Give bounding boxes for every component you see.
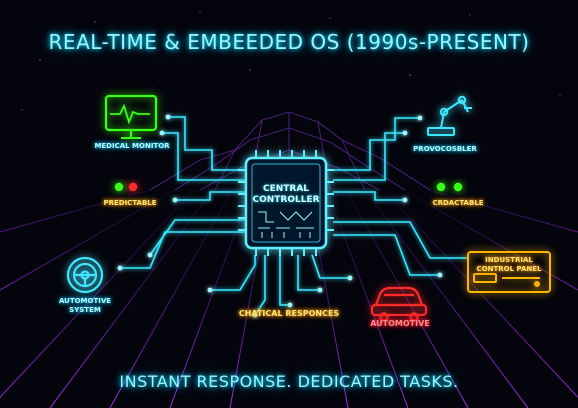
predictable-left-label: PREDICTABLE — [103, 199, 157, 207]
central-label-line1: CENTRAL — [262, 184, 310, 194]
critical-responses-label: CHATICAL RESPONCES — [238, 309, 340, 318]
steering-wheel-icon — [66, 256, 104, 294]
status-lights-right — [436, 182, 463, 192]
central-controller-label: CENTRAL CONTROLLER — [246, 184, 326, 206]
predictable-right-label: CRDACTABLE — [432, 199, 484, 207]
robot-arm-icon — [427, 95, 472, 136]
automotive-label: AUTOMOTIVE — [370, 319, 430, 328]
central-controller-chip — [238, 150, 334, 256]
industrial-panel-line1: INDUSTRIAL — [485, 256, 533, 264]
starfield — [21, 11, 561, 111]
car-icon — [370, 286, 428, 322]
ecg-monitor-icon — [104, 94, 158, 139]
automotive-system-line1: AUTOMOTIVE — [58, 297, 112, 305]
tagline: INSTANT RESPONSE. DEDICATED TASKS. — [119, 372, 459, 391]
trace-terminals — [117, 114, 443, 318]
medical-monitor-label: MEDICAL MONITOR — [94, 142, 170, 150]
control-panel-icon — [467, 251, 551, 293]
page-title: REAL-TIME & EMBEEDED OS (1990s-PRESENT) — [48, 30, 530, 54]
automotive-system-line2: SYSTEM — [69, 306, 101, 314]
automotive-system-label: AUTOMOTIVE SYSTEM — [40, 297, 130, 315]
status-lights-left — [114, 182, 138, 192]
industrial-panel-line2: CONTROL PANEL — [476, 265, 542, 273]
industrial-panel-label: INDUSTRIAL CONTROL PANEL — [470, 256, 548, 274]
central-label-line2: CONTROLLER — [252, 195, 320, 205]
circuit-traces — [120, 116, 468, 316]
robot-label: PROVOCOSBLER — [413, 145, 477, 153]
